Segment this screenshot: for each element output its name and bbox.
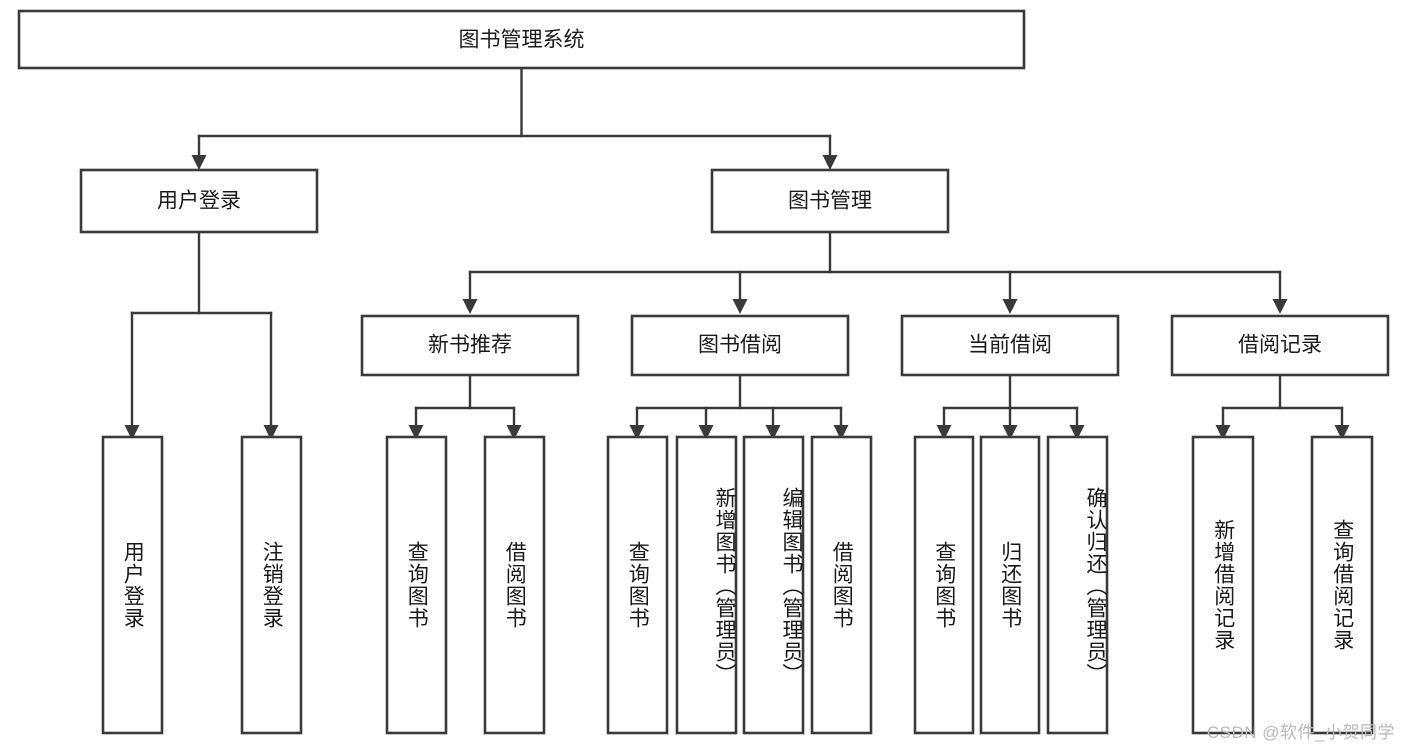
connector-group-book-manage <box>462 230 1288 314</box>
node-box-root[interactable] <box>17 9 1026 70</box>
arrowhead-book-manage <box>822 155 838 170</box>
connector-group-current-borrow <box>936 373 1085 440</box>
node-box-leaf-user-login[interactable] <box>101 435 164 735</box>
node-box-leaf-edit-book[interactable] <box>742 435 805 735</box>
node-label-book-borrow: 图书借阅 <box>698 334 782 357</box>
arrowhead-new-book-rec <box>462 299 478 314</box>
node-box-borrow-record[interactable] <box>1170 314 1390 377</box>
arrowhead-current-borrow <box>1002 299 1018 314</box>
watermark-text: CSDN @软件_小贺同学 <box>1206 723 1395 742</box>
arrowhead-borrow-record <box>1272 299 1288 314</box>
arrowhead-user-login <box>191 155 207 170</box>
node-box-current-borrow[interactable] <box>900 314 1120 377</box>
node-box-leaf-add-book[interactable] <box>675 435 738 735</box>
connector-group-book-borrow <box>629 373 849 440</box>
node-label-borrow-record: 借阅记录 <box>1238 334 1322 357</box>
node-box-leaf-borrow-book-1[interactable] <box>483 435 546 735</box>
node-label-new-book-rec: 新书推荐 <box>428 334 512 357</box>
node-label-root: 图书管理系统 <box>459 29 585 52</box>
connector-group-root <box>191 66 838 170</box>
node-box-leaf-confirm-return[interactable] <box>1046 435 1109 735</box>
node-box-book-borrow[interactable] <box>630 314 850 377</box>
node-label-book-manage: 图书管理 <box>788 190 872 213</box>
node-label-user-login: 用户登录 <box>157 190 241 213</box>
node-label-current-borrow: 当前借阅 <box>968 334 1052 357</box>
node-box-book-manage[interactable] <box>710 168 950 234</box>
node-box-leaf-borrow-book-2[interactable] <box>810 435 873 735</box>
node-box-leaf-user-logout[interactable] <box>240 435 303 735</box>
connector-group-new-book-rec <box>408 373 522 440</box>
node-box-leaf-query-book-3[interactable] <box>913 435 975 735</box>
node-box-user-login[interactable] <box>79 168 319 234</box>
connector-group-user-login <box>124 230 279 440</box>
node-box-leaf-query-book-1[interactable] <box>385 435 448 735</box>
node-box-new-book-rec[interactable] <box>360 314 580 377</box>
arrowhead-book-borrow <box>732 299 748 314</box>
node-box-leaf-query-record[interactable] <box>1310 435 1374 735</box>
connector-group-borrow-record <box>1215 373 1350 440</box>
node-box-leaf-return-book[interactable] <box>979 435 1041 735</box>
node-box-leaf-add-record[interactable] <box>1191 435 1255 735</box>
node-box-leaf-query-book-2[interactable] <box>606 435 669 735</box>
